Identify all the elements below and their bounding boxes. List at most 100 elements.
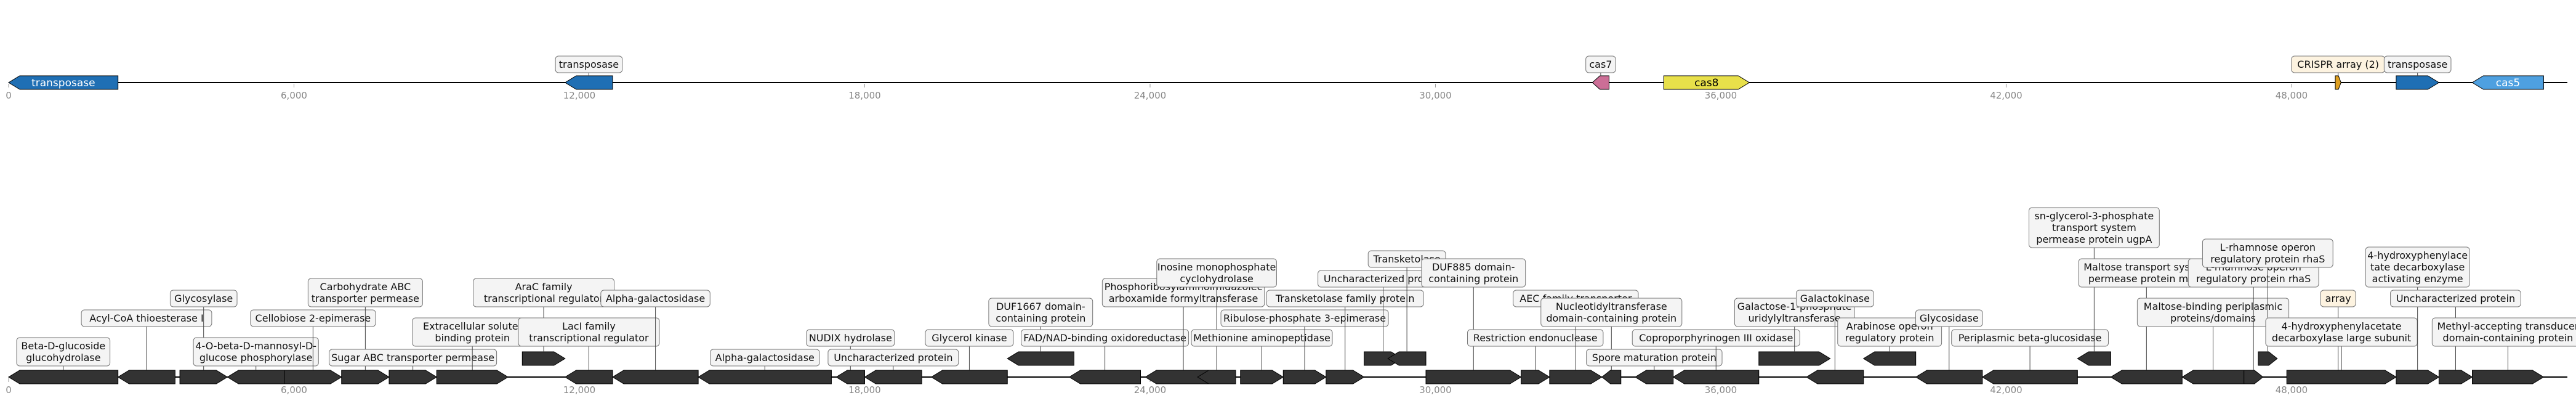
gene-arrow bbox=[2286, 370, 2397, 384]
gene-label: Uncharacterized protein bbox=[1324, 273, 1443, 285]
gene-label-box bbox=[250, 309, 376, 327]
gene-arrow bbox=[521, 351, 566, 366]
gene-label: transposase bbox=[559, 59, 619, 70]
gene-arrow bbox=[930, 370, 1008, 384]
gene-arrow bbox=[564, 75, 613, 90]
gene-label-box bbox=[2390, 290, 2521, 307]
tick-label: 30,000 bbox=[1419, 90, 1452, 101]
gene-label: Glycosylase bbox=[174, 293, 233, 304]
gene-label-box bbox=[518, 317, 660, 347]
gene-arrow bbox=[564, 370, 613, 384]
gene-label-box bbox=[710, 349, 820, 367]
tick-label: 24,000 bbox=[1134, 90, 1167, 101]
gene-arrow bbox=[341, 370, 390, 384]
gene-arrow bbox=[2471, 75, 2544, 90]
tick-label: 24,000 bbox=[1134, 384, 1167, 396]
gene-label-box bbox=[81, 309, 212, 327]
gene-label-box bbox=[2365, 246, 2470, 288]
gene-label-box bbox=[806, 329, 895, 347]
gene-arrow bbox=[1425, 370, 1522, 384]
gene-arrow bbox=[1240, 370, 1284, 384]
gene-arrow bbox=[2335, 75, 2341, 90]
gene-arrow bbox=[284, 370, 342, 384]
gene-arrow bbox=[1915, 370, 1983, 384]
gene-arrow bbox=[8, 75, 119, 90]
gene-label: Transketolase family protein bbox=[1275, 293, 1415, 304]
gene-label: transposase bbox=[2388, 59, 2447, 70]
gene-label-box bbox=[2202, 238, 2333, 268]
gene-label: Uncharacterized protein bbox=[834, 352, 952, 363]
gene-arrow bbox=[1862, 351, 1917, 366]
gene-label: CRISPR array (2) bbox=[2297, 59, 2379, 70]
gene-label-box bbox=[1467, 329, 1604, 347]
gene-arrow bbox=[698, 370, 832, 384]
tick-label: 18,000 bbox=[848, 384, 881, 396]
gene-label-box bbox=[2320, 290, 2356, 307]
gene-label-box bbox=[925, 329, 1014, 347]
gene-arrow bbox=[2396, 75, 2440, 90]
gene-label-box bbox=[2431, 317, 2576, 347]
tick-label: 18,000 bbox=[848, 90, 881, 101]
gene-label-box bbox=[2136, 298, 2290, 327]
gene-inner-label: cas5 bbox=[2496, 77, 2520, 89]
gene-arrow bbox=[864, 370, 922, 384]
gene-label-box bbox=[193, 337, 319, 367]
gene-label-box bbox=[1795, 290, 1874, 307]
tick-label: 6,000 bbox=[281, 90, 307, 101]
gene-arrow bbox=[1634, 370, 1674, 384]
gene-inner-label: cas8 bbox=[1694, 77, 1718, 89]
gene-arrow bbox=[1197, 370, 1236, 384]
gene-label-box bbox=[1220, 309, 1389, 327]
gene-arrow bbox=[1521, 370, 1550, 384]
gene-label-box bbox=[307, 278, 423, 307]
gene-arrow bbox=[2110, 370, 2183, 384]
gene-label: NUDIX hydrolase bbox=[809, 332, 892, 344]
gene-label-box bbox=[329, 349, 497, 367]
gene-label-box bbox=[1585, 55, 1616, 73]
gene-label: FAD/NAD-binding oxidoreductase bbox=[1023, 332, 1186, 344]
tick-label: 6,000 bbox=[281, 384, 307, 396]
gene-label: Cellobiose 2-epimerase bbox=[256, 312, 371, 324]
gene-arrow bbox=[1282, 370, 1327, 384]
gene-label-box bbox=[2028, 207, 2160, 248]
gene-label: array bbox=[2325, 293, 2351, 304]
gene-arrow bbox=[1601, 370, 1622, 384]
gene-label: Alpha-galactosidase bbox=[606, 293, 705, 304]
gene-arrow bbox=[2438, 370, 2473, 384]
gene-arrow bbox=[2258, 351, 2278, 366]
tick-label: 48,000 bbox=[2276, 90, 2308, 101]
gene-arrow bbox=[1387, 351, 1427, 366]
gene-arrow bbox=[1326, 370, 1365, 384]
gene-arrow bbox=[2244, 370, 2264, 384]
tick-label: 30,000 bbox=[1419, 384, 1452, 396]
gene-label-box bbox=[1540, 298, 1683, 327]
gene-label-box bbox=[1191, 329, 1333, 347]
gene-label-box bbox=[827, 349, 959, 367]
gene-label: DUF1667 domain-containing protein bbox=[996, 301, 1085, 324]
gene-label: Methionine aminopeptidase bbox=[1193, 332, 1330, 344]
gene-arrow bbox=[1068, 370, 1141, 384]
gene-arrow bbox=[1663, 75, 1750, 90]
tick-label: 36,000 bbox=[1705, 90, 1737, 101]
gene-label-box bbox=[1421, 258, 1526, 288]
gene-arrow bbox=[1672, 370, 1760, 384]
gene-label-box bbox=[169, 290, 238, 307]
gene-label-box bbox=[988, 298, 1093, 327]
gene-arrow bbox=[2472, 370, 2545, 384]
gene-arrow bbox=[1549, 370, 1603, 384]
gene-arrow bbox=[8, 370, 119, 384]
gene-arrow bbox=[612, 370, 699, 384]
gene-label: Extracellular solute-binding protein bbox=[423, 320, 521, 344]
tick-label: 12,000 bbox=[563, 90, 596, 101]
gene-label-box bbox=[1951, 329, 2109, 347]
gene-arrow bbox=[2396, 370, 2440, 384]
gene-arrow bbox=[835, 370, 865, 384]
